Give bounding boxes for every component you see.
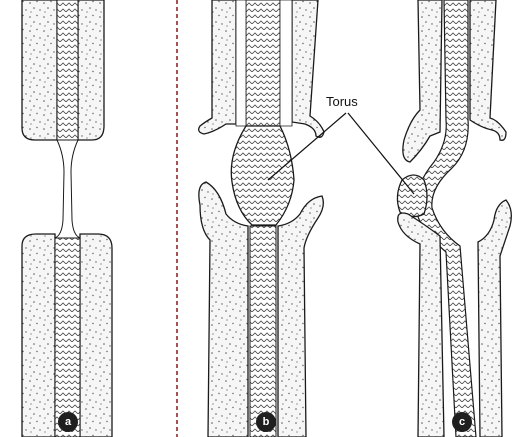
torus-label: Torus xyxy=(326,94,358,109)
panel-b-torus xyxy=(231,126,294,225)
panel-a-upper-left-wall xyxy=(22,0,57,140)
panel-b-upper-strand xyxy=(246,0,280,126)
panel-c-torus xyxy=(397,175,427,217)
panel-a-upper-right-wall xyxy=(78,0,104,140)
panel-b-upper-left-wall xyxy=(199,0,236,134)
panel-c-upper-left-wall xyxy=(403,0,442,162)
panel-b-lower-strand xyxy=(250,226,276,437)
panel-b-lower-right-wall xyxy=(278,196,323,437)
panel-c-drawing xyxy=(397,0,511,437)
panel-badge-b: b xyxy=(256,412,276,432)
panel-badge-c: c xyxy=(452,412,472,432)
panel-c-lower-left-wall xyxy=(398,213,444,437)
panel-c-lower-right-wall xyxy=(478,200,511,437)
panel-a-neck xyxy=(55,140,80,238)
panel-a-lower-left-wall xyxy=(22,234,55,437)
panel-c-upper-right-wall xyxy=(470,0,506,140)
panel-a-drawing xyxy=(22,0,112,437)
panel-a-upper-strand xyxy=(57,0,78,140)
panel-b-upper-right-wall xyxy=(292,0,324,137)
panel-b-drawing xyxy=(199,0,324,437)
panel-b-lower-left-wall xyxy=(199,182,248,437)
panel-a-lower-strand xyxy=(55,238,80,437)
panel-badge-a: a xyxy=(58,412,78,432)
panel-a-lower-right-wall xyxy=(80,234,112,437)
